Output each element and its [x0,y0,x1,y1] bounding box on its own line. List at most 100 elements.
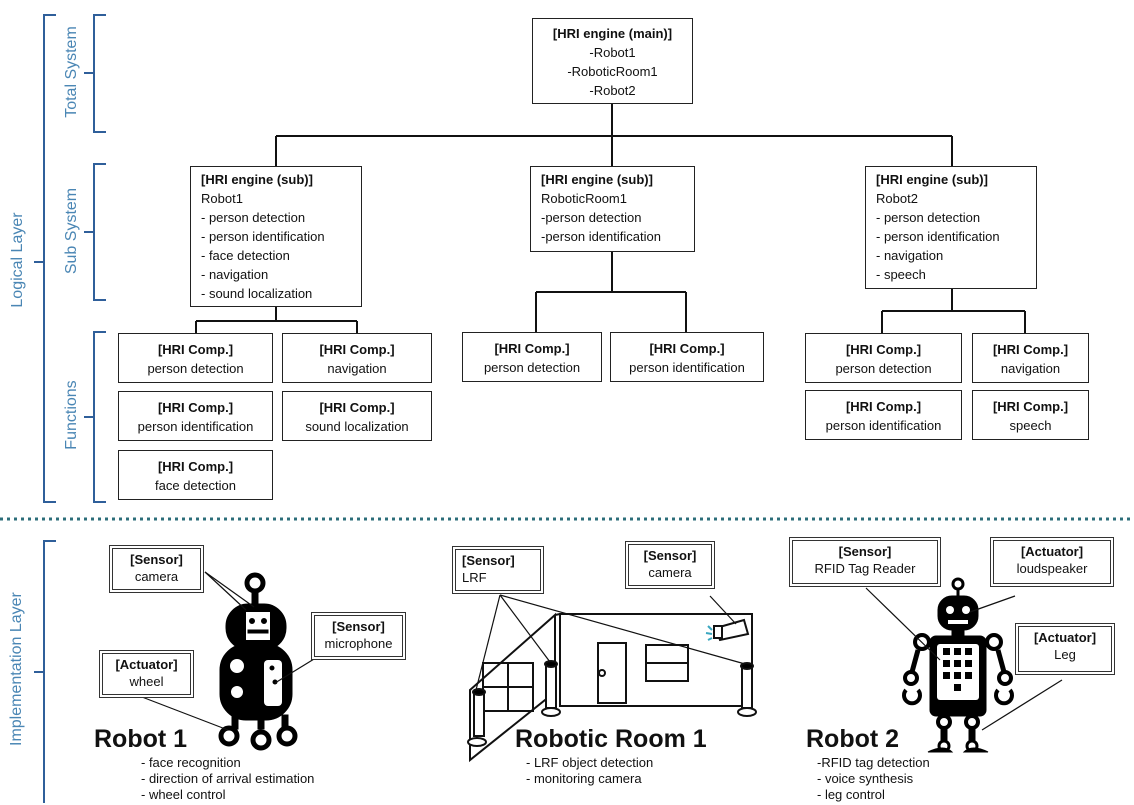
device-callout: [Sensor] camera [625,541,715,589]
component-label: person detection [147,361,244,376]
component-label: person identification [629,360,745,375]
robot1-title: Robot 1 [94,725,188,753]
component-box: [HRI Comp.] navigation [972,333,1089,383]
sub-engine-item: - person detection [876,210,981,225]
sub-engine-robot2: [HRI engine (sub)] Robot2 - person detec… [865,166,1037,289]
device-label: wheel [129,674,164,689]
device-title: [Sensor] [130,552,183,567]
sub-engine-item: - person identification [201,229,325,244]
device-label: camera [134,569,179,584]
feature-item: - LRF object detection [526,755,654,770]
component-box: [HRI Comp.] speech [972,390,1089,440]
device-callout: [Actuator]Leg [1015,623,1115,675]
device-callout: [Sensor] microphone [311,612,406,660]
device-callout: [Sensor] camera [109,545,204,593]
device-title: [Actuator] [1020,544,1084,559]
component-label: navigation [1000,361,1061,376]
room-illustration [467,612,757,763]
device-callout: [Sensor] RFID Tag Reader [789,537,941,587]
sub-engine-robot1: [HRI engine (sub)] Robot1 - person detec… [190,166,362,307]
device-title: [Sensor] [332,619,385,634]
sub-engine-item: - speech [876,267,926,282]
device-callout: [Actuator]wheel [99,650,194,698]
robot2-title: Robot 2 [806,725,900,753]
device-label: RFID Tag Reader [814,561,916,576]
robot1-features: - face recognition - direction of arriva… [141,755,314,803]
feature-item: -RFID tag detection [817,755,930,770]
sub-engine-roboticroom1: [HRI engine (sub)] RoboticRoom1 -person … [530,166,695,252]
sub-engine-item: - navigation [201,267,269,282]
sub-engine-title: [HRI engine (sub)] [201,172,313,187]
functions-label: Functions [63,380,80,450]
component-title: [HRI Comp.] [157,400,234,415]
component-box: [HRI Comp.] person identification [805,390,962,440]
device-label: Leg [1054,647,1076,662]
component-box: [HRI Comp.] person detection [118,333,273,383]
component-label: speech [1009,418,1052,433]
room-title: Robotic Room 1 [515,725,707,753]
robot1-illustration [218,572,298,751]
main-engine-item: -Robot1 [589,45,636,60]
sub-engine-item: - face detection [201,248,290,263]
sub-engine-item: - navigation [876,248,944,263]
component-label: navigation [327,361,387,376]
component-label: face detection [155,478,236,493]
device-title: [Sensor] [643,548,697,563]
sub-engine-name: Robot2 [876,191,918,206]
component-title: [HRI Comp.] [157,459,234,474]
total-system-label: Total System [63,26,80,118]
component-label: person detection [835,361,932,376]
sub-engine-name: RoboticRoom1 [541,191,627,206]
logical-layer-label: Logical Layer [9,212,26,308]
component-label: sound localization [305,419,409,434]
device-label: camera [648,565,692,580]
component-title: [HRI Comp.] [319,342,395,357]
sub-system-label: Sub System [63,187,80,275]
feature-item: - leg control [817,787,885,802]
component-label: person detection [483,360,581,375]
sub-engine-title: [HRI engine (sub)] [876,172,988,187]
main-engine-item: -Robot2 [589,83,636,98]
main-engine-box: [HRI engine (main)] -Robot1 -RoboticRoom… [532,18,693,104]
component-title: [HRI Comp.] [845,399,922,414]
component-title: [HRI Comp.] [319,400,395,415]
tree-connectors [195,104,1026,333]
component-title: [HRI Comp.] [845,342,922,357]
main-engine-item: -RoboticRoom1 [567,64,658,79]
room-pointers [475,594,746,691]
component-title: [HRI Comp.] [992,342,1069,357]
component-box: [HRI Comp.] sound localization [282,391,432,441]
component-title: [HRI Comp.] [157,342,234,357]
implementation-layer-label: Implementation Layer [8,592,25,746]
feature-item: - monitoring camera [526,771,642,786]
feature-item: - wheel control [141,787,226,802]
component-box: [HRI Comp.] navigation [282,333,432,383]
feature-item: - face recognition [141,755,241,770]
device-label: microphone [324,636,393,651]
component-box: [HRI Comp.] face detection [118,450,273,500]
component-box: [HRI Comp.] person detection [805,333,962,383]
component-title: [HRI Comp.] [494,341,570,356]
feature-item: - voice synthesis [817,771,914,786]
sub-engine-title: [HRI engine (sub)] [541,172,653,187]
device-callout: [Sensor] LRF [452,546,544,594]
robot2-features: -RFID tag detection - voice synthesis - … [817,755,930,803]
device-label: LRF [462,570,487,585]
sub-engine-item: - sound localization [201,286,313,301]
sub-engine-item: -person identification [541,229,661,244]
device-callout: [Actuator] loudspeaker [990,537,1114,587]
sub-engine-item: - person detection [201,210,306,225]
robot2-pointers [865,587,1063,731]
room-features: - LRF object detection - monitoring came… [526,755,653,787]
device-label: loudspeaker [1016,561,1088,576]
component-box: [HRI Comp.] person detection [462,332,602,382]
main-engine-title: [HRI engine (main)] [552,26,673,41]
sub-engine-item: -person detection [541,210,642,225]
device-title: [Sensor] [462,553,515,568]
layer-brackets [34,14,106,803]
component-box: [HRI Comp.] person identification [610,332,764,382]
robot2-illustration [902,577,1014,753]
sub-engine-item: - person identification [876,229,1000,244]
component-title: [HRI Comp.] [992,399,1069,414]
device-title: [Sensor] [838,544,892,559]
